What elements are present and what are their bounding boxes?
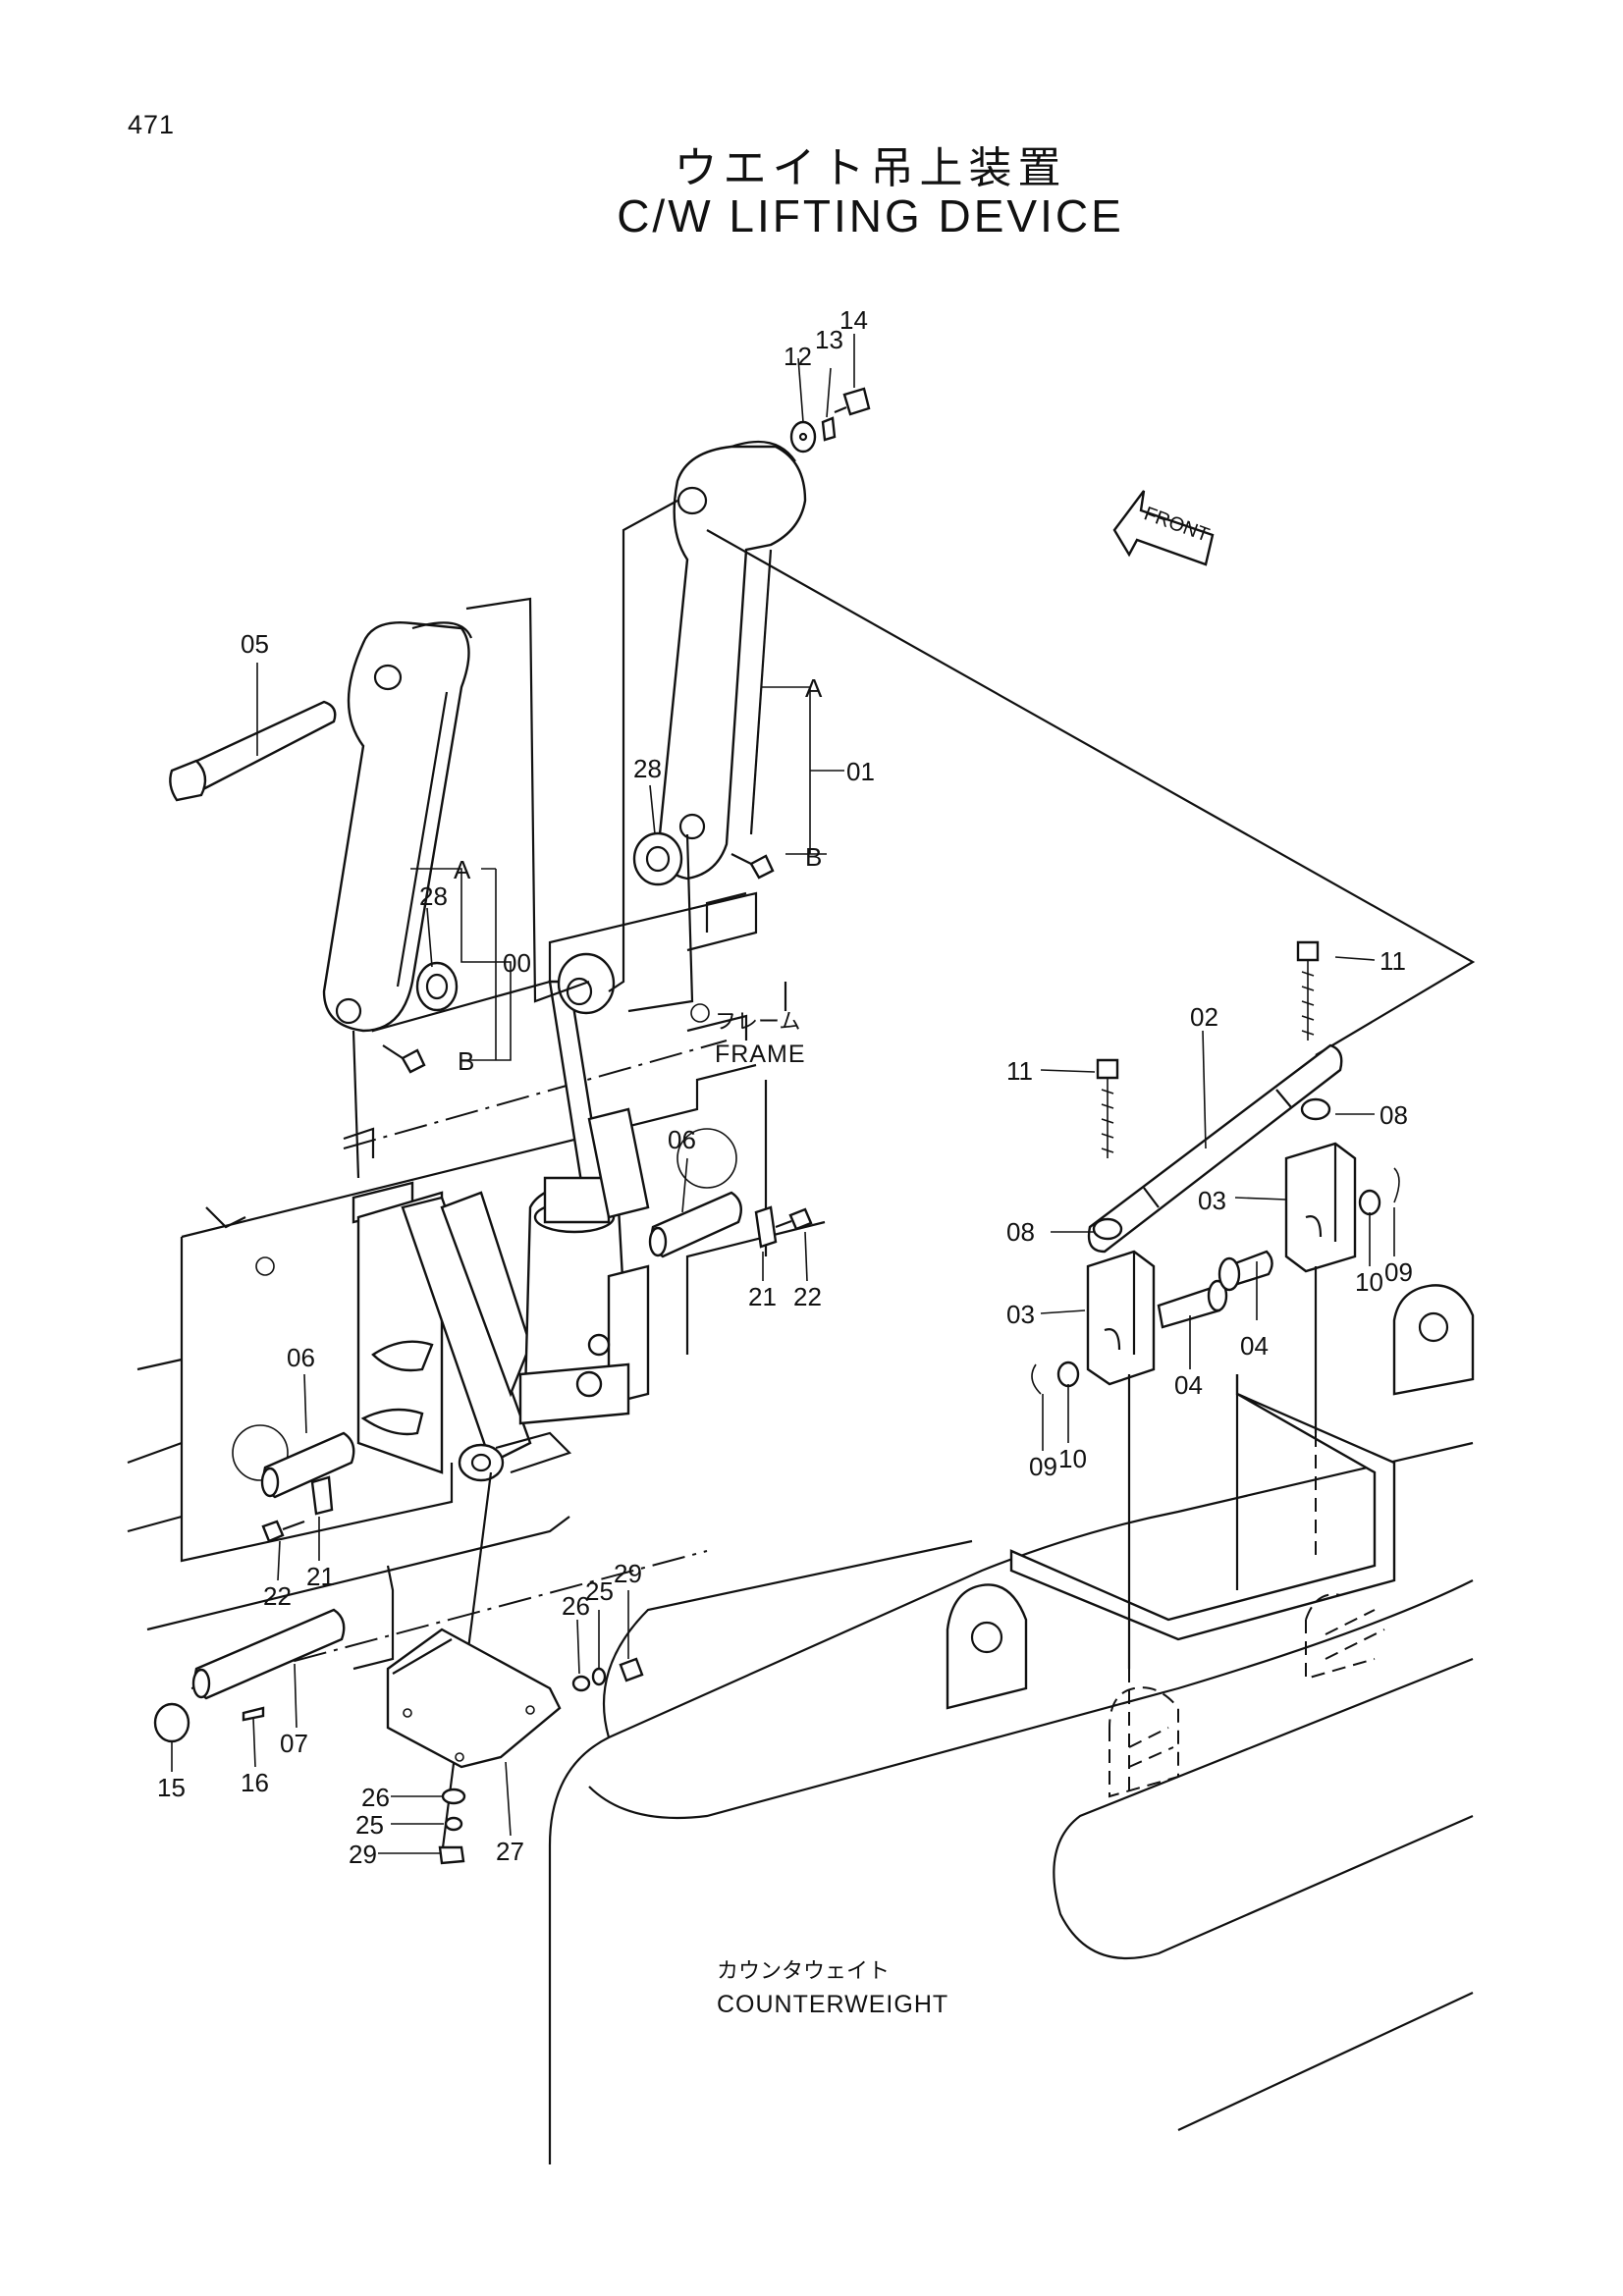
hydraulic-cylinder [458,952,650,1482]
callout-26-upper: 26 [562,1591,590,1621]
callout-05: 05 [241,629,269,659]
callout-B-right: B [805,842,822,872]
callout-27: 27 [496,1837,524,1866]
callout-25-upper: 25 [585,1576,614,1606]
callout-21-lower: 21 [306,1562,335,1591]
callout-26-lower: 26 [361,1783,390,1812]
callout-08-left: 08 [1006,1217,1035,1247]
callout-29-upper: 29 [614,1559,642,1588]
callout-22-lower: 22 [263,1581,292,1611]
callout-10-left: 10 [1058,1444,1087,1473]
callout-04-left: 04 [1174,1370,1203,1400]
callout-28-right: 28 [633,754,662,783]
callout-21-upper: 21 [748,1282,777,1311]
callout-09-left: 09 [1029,1452,1057,1481]
counterweight-body [548,1284,1475,2164]
callout-08-right: 08 [1380,1100,1408,1130]
callout-11-right: 11 [1380,946,1406,976]
guard-plate-27 [386,1628,644,1865]
callout-A-left: A [454,855,471,884]
frame-structure [127,891,826,1689]
frame-label-jp: フレーム [715,1010,800,1035]
callout-labels: 05 28 A B 00 28 A B 01 12 13 14 11 11 02… [157,305,1413,1869]
callout-A-right: A [805,673,823,703]
area-labels: フレーム FRAME カウンタウェイト COUNTERWEIGHT [715,1010,948,2018]
counterweight-label-en: COUNTERWEIGHT [717,1991,948,2018]
callout-leaders [171,334,1395,1854]
callout-14: 14 [839,305,868,335]
callout-07: 07 [280,1729,308,1758]
callout-13: 13 [815,325,843,354]
callout-04-right: 04 [1240,1331,1269,1361]
callout-06-upper: 06 [668,1125,696,1154]
front-arrow-icon: FRONT [1112,490,1215,566]
callout-16: 16 [241,1768,269,1797]
callout-02: 02 [1190,1002,1218,1032]
pins-and-locks [153,1191,813,1743]
callout-09-right: 09 [1384,1257,1413,1287]
callout-25-lower: 25 [355,1810,384,1840]
callout-10-right: 10 [1355,1267,1383,1297]
right-arm-01 [632,387,871,886]
callout-22-upper: 22 [793,1282,822,1311]
left-arm-00 [169,621,473,1074]
counterweight-label-jp: カウンタウェイト [717,1959,890,1984]
callout-15: 15 [157,1773,186,1802]
callout-01: 01 [846,757,875,786]
page-number: 471 [128,110,176,139]
title-english: C/W LIFTING DEVICE [617,190,1124,241]
callout-03-upper: 03 [1198,1186,1226,1215]
callout-29-lower: 29 [349,1840,377,1869]
callout-03-lower: 03 [1006,1300,1035,1329]
callout-28-left: 28 [419,881,448,911]
frame-label-en: FRAME [715,1041,806,1068]
callout-06-lower: 06 [287,1343,315,1372]
callout-00: 00 [503,948,531,978]
shaft-and-brackets [1031,940,1400,1796]
callout-11-left: 11 [1006,1056,1033,1086]
title-japanese: ウエイト吊上装置 [674,143,1067,193]
callout-B-left: B [458,1046,474,1076]
callout-12: 12 [784,342,812,371]
